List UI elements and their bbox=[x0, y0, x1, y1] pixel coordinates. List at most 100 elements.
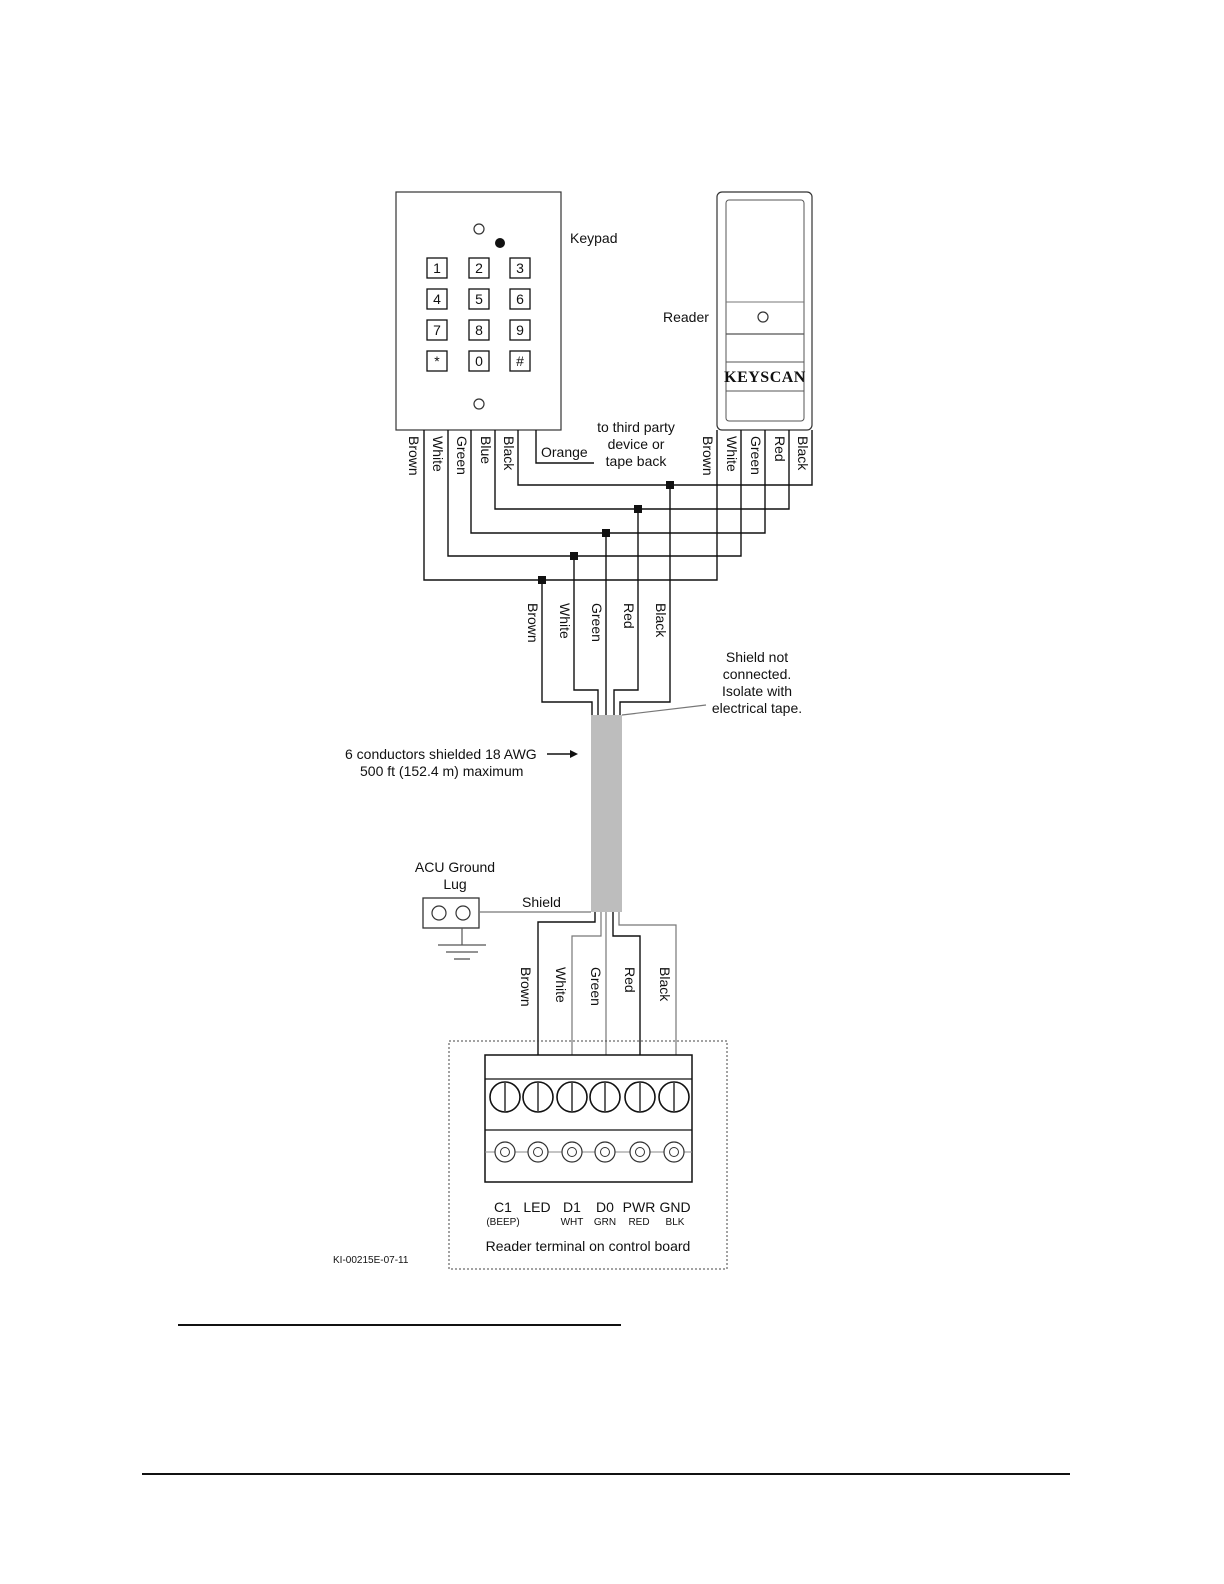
terminal-screws bbox=[489, 1081, 690, 1163]
reader-wire-label: Brown bbox=[700, 436, 716, 476]
orange-wire-label: Orange bbox=[541, 444, 588, 460]
shield-label: Shield bbox=[522, 894, 561, 910]
keypad-key-label: 0 bbox=[475, 353, 483, 369]
trunk-wire-label: Black bbox=[653, 603, 669, 638]
ground-lug-block bbox=[422, 897, 480, 929]
trunk-wire-black bbox=[619, 485, 671, 715]
terminal-wire-white bbox=[571, 912, 602, 1055]
keypad-key bbox=[468, 288, 490, 310]
ground-lug-screw bbox=[431, 905, 447, 921]
ground-label-line: Lug bbox=[443, 876, 466, 892]
terminal-pin-label: GND bbox=[659, 1199, 690, 1215]
terminal-wire-label: White bbox=[553, 967, 569, 1003]
terminal-pin-sublabel: BLK bbox=[666, 1217, 685, 1228]
keypad-key bbox=[426, 319, 448, 341]
keypad-key-label: 6 bbox=[516, 291, 524, 307]
arrow-head-icon bbox=[570, 750, 578, 758]
terminal-wire-label: Brown bbox=[518, 967, 534, 1007]
keypad-key bbox=[509, 288, 531, 310]
keypad-key bbox=[468, 319, 490, 341]
keypad-key bbox=[509, 319, 531, 341]
figure-id: KI-00215E-07-11 bbox=[333, 1255, 409, 1266]
trunk-wire-white bbox=[573, 556, 599, 715]
terminal-pin-label: D0 bbox=[596, 1199, 614, 1215]
third-party-line: device or bbox=[608, 436, 665, 452]
wire-keypad-orange bbox=[535, 430, 594, 464]
keypad-screw-bottom bbox=[473, 398, 485, 410]
third-party-line: tape back bbox=[606, 453, 668, 469]
keypad-key-label: 3 bbox=[516, 260, 524, 276]
third-party-line: to third party bbox=[597, 419, 675, 435]
terminal-pin-label: LED bbox=[523, 1199, 550, 1215]
terminal-socket-inner bbox=[500, 1147, 510, 1157]
reader-label: Reader bbox=[663, 309, 709, 325]
keypad-key-label: 1 bbox=[433, 260, 441, 276]
terminal-socket-inner bbox=[567, 1147, 577, 1157]
keypad-key-label: 4 bbox=[433, 291, 441, 307]
keypad-wire-label: Black bbox=[501, 436, 517, 471]
reader-led bbox=[757, 311, 769, 323]
keypad-key-label: 8 bbox=[475, 322, 483, 338]
keypad-key bbox=[509, 350, 531, 372]
keypad-key-label: * bbox=[434, 353, 440, 369]
reader: KEYSCAN Reader bbox=[663, 191, 813, 431]
keypad-led-hollow bbox=[473, 223, 485, 235]
keypad-wire-label: Green bbox=[454, 436, 470, 475]
keypad-key bbox=[426, 288, 448, 310]
keypad-wire-label: White bbox=[430, 436, 446, 472]
reader-face bbox=[725, 199, 805, 422]
keypad-key-label: 9 bbox=[516, 322, 524, 338]
cable-note-line: 500 ft (152.4 m) maximum bbox=[360, 763, 523, 779]
terminal-caption: Reader terminal on control board bbox=[486, 1238, 691, 1254]
trunk-wire-label: Red bbox=[621, 603, 637, 629]
keypad-label: Keypad bbox=[570, 230, 617, 246]
trunk-wire-red bbox=[613, 509, 639, 715]
keypad-key-label: 2 bbox=[475, 260, 483, 276]
terminal-pin-label: PWR bbox=[623, 1199, 656, 1215]
terminal-block bbox=[484, 1054, 693, 1183]
terminal-wire-brown bbox=[537, 912, 596, 1055]
trunk-wire-label: White bbox=[557, 603, 573, 639]
reader-brand: KEYSCAN bbox=[724, 369, 806, 386]
terminal-socket-inner bbox=[635, 1147, 645, 1157]
shield-note-line: Isolate with bbox=[722, 683, 792, 699]
shielded-cable bbox=[591, 715, 622, 912]
terminal-socket-inner bbox=[669, 1147, 679, 1157]
trunk-wire-brown bbox=[541, 580, 593, 715]
shield-note-line: Shield not bbox=[726, 649, 788, 665]
cable-note: 6 conductors shielded 18 AWG 500 ft (152… bbox=[345, 746, 578, 779]
keypad-key-label: 5 bbox=[475, 291, 483, 307]
terminal-pin-label: C1 bbox=[494, 1199, 512, 1215]
terminal-socket-inner bbox=[533, 1147, 543, 1157]
wire-keypad-black bbox=[517, 430, 813, 486]
wire-keypad-brown bbox=[423, 430, 718, 581]
keypad-key bbox=[426, 350, 448, 372]
keypad-key bbox=[468, 350, 490, 372]
terminal-socket-inner bbox=[600, 1147, 610, 1157]
shield-note-line: connected. bbox=[723, 666, 792, 682]
terminal-pin-label: D1 bbox=[563, 1199, 581, 1215]
ground-lug-screw bbox=[455, 905, 471, 921]
keypad-key-label: # bbox=[516, 353, 524, 369]
terminal-pin-sublabel: (BEEP) bbox=[486, 1217, 519, 1228]
trunk-wire-label: Brown bbox=[525, 603, 541, 643]
acu-ground-lug: ACU Ground Lug Shield bbox=[415, 859, 591, 960]
shield-note-line: electrical tape. bbox=[712, 700, 802, 716]
ground-label-line: ACU Ground bbox=[415, 859, 495, 875]
shield-note: Shield not connected. Isolate with elect… bbox=[712, 649, 802, 716]
keypad-key bbox=[426, 257, 448, 279]
keypad-wire-label: Blue bbox=[478, 436, 494, 464]
terminal-wire-label: Black bbox=[657, 967, 673, 1002]
lower-wiring bbox=[537, 912, 677, 1055]
third-party-note: to third party device or tape back bbox=[597, 419, 675, 469]
shield-leader-line bbox=[621, 704, 707, 716]
keypad-key bbox=[509, 257, 531, 279]
trunk-wire-label: Green bbox=[589, 603, 605, 642]
keypad-led-filled bbox=[495, 238, 505, 248]
cable-note-line: 6 conductors shielded 18 AWG bbox=[345, 746, 537, 762]
